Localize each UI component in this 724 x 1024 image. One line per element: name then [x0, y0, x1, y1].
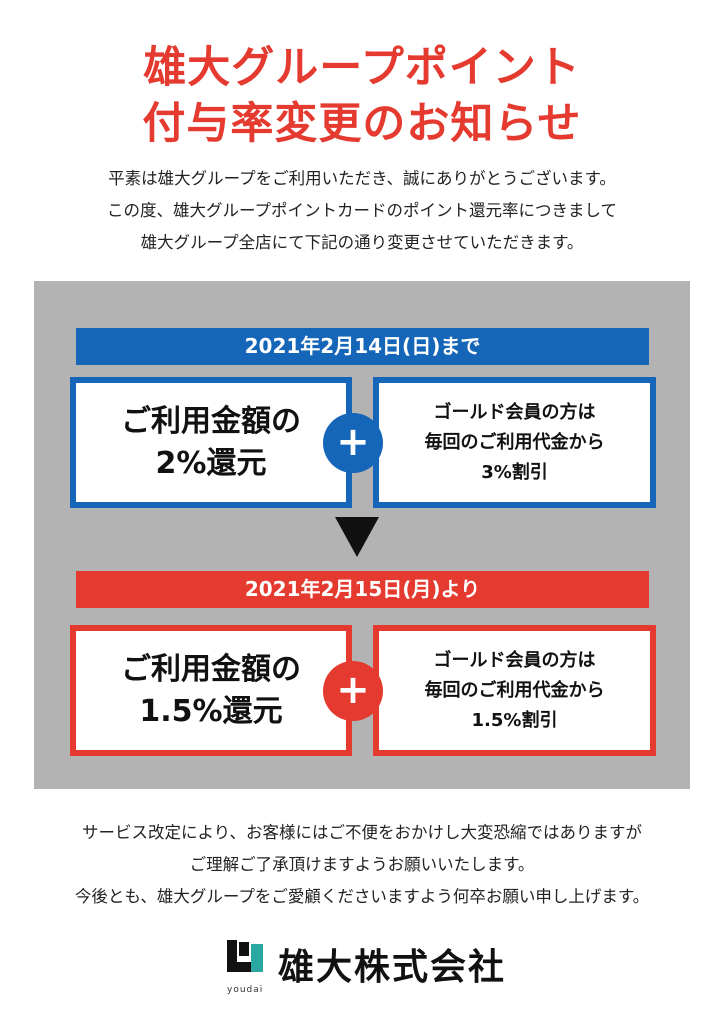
company-name: 雄大株式会社 [278, 947, 507, 988]
intro-line2: この度、雄大グループポイントカードのポイント還元率につきまして [106, 201, 617, 220]
after-gold-discount-box: ゴールド会員の方は 毎回のご利用代金から 1.5%割引 [373, 625, 656, 756]
intro-line3: 雄大グループ全店にて下記の通り変更させていただきます。 [140, 233, 584, 252]
after-main-line1: ご利用金額の [121, 651, 301, 687]
company-logo-icon [227, 940, 263, 972]
closing-line2: ご理解ご了承頂けますようお願いいたします。 [189, 855, 535, 874]
logo-wordmark: youdai [227, 985, 264, 995]
period-before-banner: 2021年2月14日(日)まで [76, 328, 649, 365]
notice-title-line2: 付与率変更のお知らせ [142, 99, 582, 149]
closing-line3: 今後とも、雄大グループをご愛顧くださいますよう何卒お願い申し上げます。 [74, 887, 650, 906]
down-arrow-icon [335, 517, 379, 557]
plus-icon: + [323, 413, 383, 473]
before-return-rate-box: ご利用金額の 2%還元 [70, 377, 352, 508]
after-main-line2: 1.5%還元 [139, 693, 283, 729]
before-main-line2: 2%還元 [155, 445, 267, 481]
rate-change-panel: 2021年2月14日(日)まで ご利用金額の 2%還元 ゴールド会員の方は 毎回… [34, 281, 690, 789]
after-sub-line1: ゴールド会員の方は [433, 649, 596, 671]
after-return-rate-box: ご利用金額の 1.5%還元 [70, 625, 352, 756]
before-sub-line2: 毎回のご利用代金から [424, 431, 605, 453]
intro-line1: 平素は雄大グループをご利用いただき、誠にありがとうございます。 [108, 169, 616, 188]
notice-title-line1: 雄大グループポイント [143, 43, 581, 93]
period-after-banner: 2021年2月15日(月)より [76, 571, 649, 608]
before-sub-line1: ゴールド会員の方は [433, 401, 596, 423]
before-main-line1: ご利用金額の [121, 403, 301, 439]
before-sub-line3: 3%割引 [481, 461, 548, 483]
after-sub-line2: 毎回のご利用代金から [424, 679, 605, 701]
plus-icon: + [323, 661, 383, 721]
after-sub-line3: 1.5%割引 [471, 709, 558, 731]
closing-line1: サービス改定により、お客様にはご不便をおかけし大変恐縮ではありますが [81, 823, 642, 842]
before-gold-discount-box: ゴールド会員の方は 毎回のご利用代金から 3%割引 [373, 377, 656, 508]
